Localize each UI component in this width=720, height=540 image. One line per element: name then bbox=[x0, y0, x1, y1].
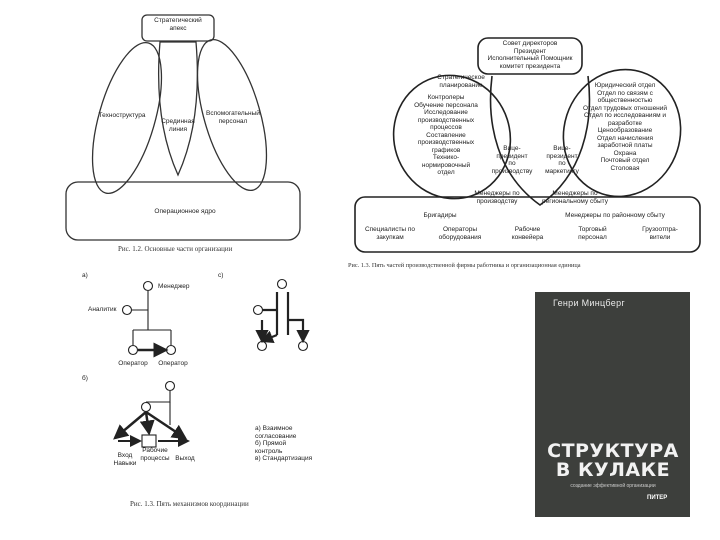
fig3-c-op1-node bbox=[258, 342, 267, 351]
fig3-c-op2-node bbox=[299, 342, 308, 351]
fig2-mgr-district: Менеджеры по районному сбыту bbox=[555, 212, 675, 220]
fig3-b-top-node bbox=[166, 382, 175, 391]
fig3-label-b: б) bbox=[82, 375, 102, 383]
fig3-c-graph bbox=[254, 280, 308, 351]
fig3-workproc-label: Рабочие процессы bbox=[138, 447, 172, 462]
fig1-techno-label: Техноструктура bbox=[92, 112, 152, 120]
book-author: Генри Минцберг bbox=[553, 298, 625, 308]
fig3-output-label: Выход bbox=[168, 455, 202, 463]
fig1-middle-label: Срединная линия bbox=[160, 118, 196, 133]
fig3-a-op2-node bbox=[167, 346, 176, 355]
fig2-op-shipping: Грузоотпра- вители bbox=[630, 226, 690, 241]
fig1-core-label: Операционное ядро bbox=[130, 208, 240, 216]
fig2-op-equipment: Операторы оборудования bbox=[430, 226, 490, 241]
fig2-foremen: Бригадиры bbox=[410, 212, 470, 220]
fig3-b-process-box bbox=[142, 435, 156, 447]
fig1-apex-label: Стратегический апекс bbox=[142, 17, 214, 32]
fig2-mgr-regional: Менеджеры по региональному сбыту bbox=[535, 190, 615, 205]
fig3-b-manager-node bbox=[142, 403, 151, 412]
fig3-a-manager-node bbox=[144, 282, 153, 291]
book-title: СТРУКТУРА В КУЛАКЕ bbox=[543, 442, 683, 480]
fig3-analyst-label: Аналитик bbox=[88, 306, 128, 314]
fig2-op-purchasing: Специалисты по закупкам bbox=[360, 226, 420, 241]
fig3-operator2-label: Оператор bbox=[150, 360, 196, 368]
fig2-mgr-production: Менеджеры по производству bbox=[462, 190, 532, 205]
fig3-legend: а) Взаимное согласование б) Прямой контр… bbox=[255, 425, 335, 463]
fig3-a-graph bbox=[123, 282, 176, 355]
fig2-top-label: Совет директоров Президент Исполнительны… bbox=[478, 40, 582, 70]
fig2-support-items: Юридический отдел Отдел по связям с обще… bbox=[572, 82, 678, 172]
fig2-op-sales: Торговый персонал bbox=[565, 226, 620, 241]
fig3-b-graph bbox=[115, 382, 188, 448]
fig3-input-label: Вход Навыки bbox=[108, 452, 142, 467]
fig3-c-top-node bbox=[278, 280, 287, 289]
fig1-support-label: Вспомогательный персонал bbox=[203, 110, 263, 125]
book-cover: Генри Минцберг СТРУКТУРА В КУЛАКЕ создан… bbox=[535, 292, 690, 517]
fig2-caption: Рис. 1.3. Пять частей производственной ф… bbox=[348, 262, 581, 269]
fig3-label-c: с) bbox=[218, 272, 238, 280]
book-publisher: ПИТЕР bbox=[647, 495, 667, 501]
fig2-techno-items: Контролеры Обучение персонала Исследован… bbox=[398, 94, 494, 177]
fig3-caption: Рис. 1.3. Пять механизмов координации bbox=[130, 500, 249, 508]
fig3-manager-label: Менеджер bbox=[158, 283, 208, 291]
fig3-c-left-node bbox=[254, 306, 263, 315]
fig2-techno-title: Стратегическое планирование bbox=[425, 74, 497, 89]
book-subtitle: создание эффективной организации bbox=[543, 483, 683, 489]
fig3-a-op1-node bbox=[129, 346, 138, 355]
fig1-middle-line bbox=[159, 42, 198, 175]
fig3-label-a: а) bbox=[82, 272, 102, 280]
fig1-caption: Рис. 1.2. Основные части организации bbox=[118, 245, 232, 253]
fig2-vp-production: Вице- президент по производству bbox=[490, 145, 534, 175]
fig2-op-conveyor: Рабочие конвейера bbox=[500, 226, 555, 241]
fig2-core-box bbox=[355, 197, 700, 252]
